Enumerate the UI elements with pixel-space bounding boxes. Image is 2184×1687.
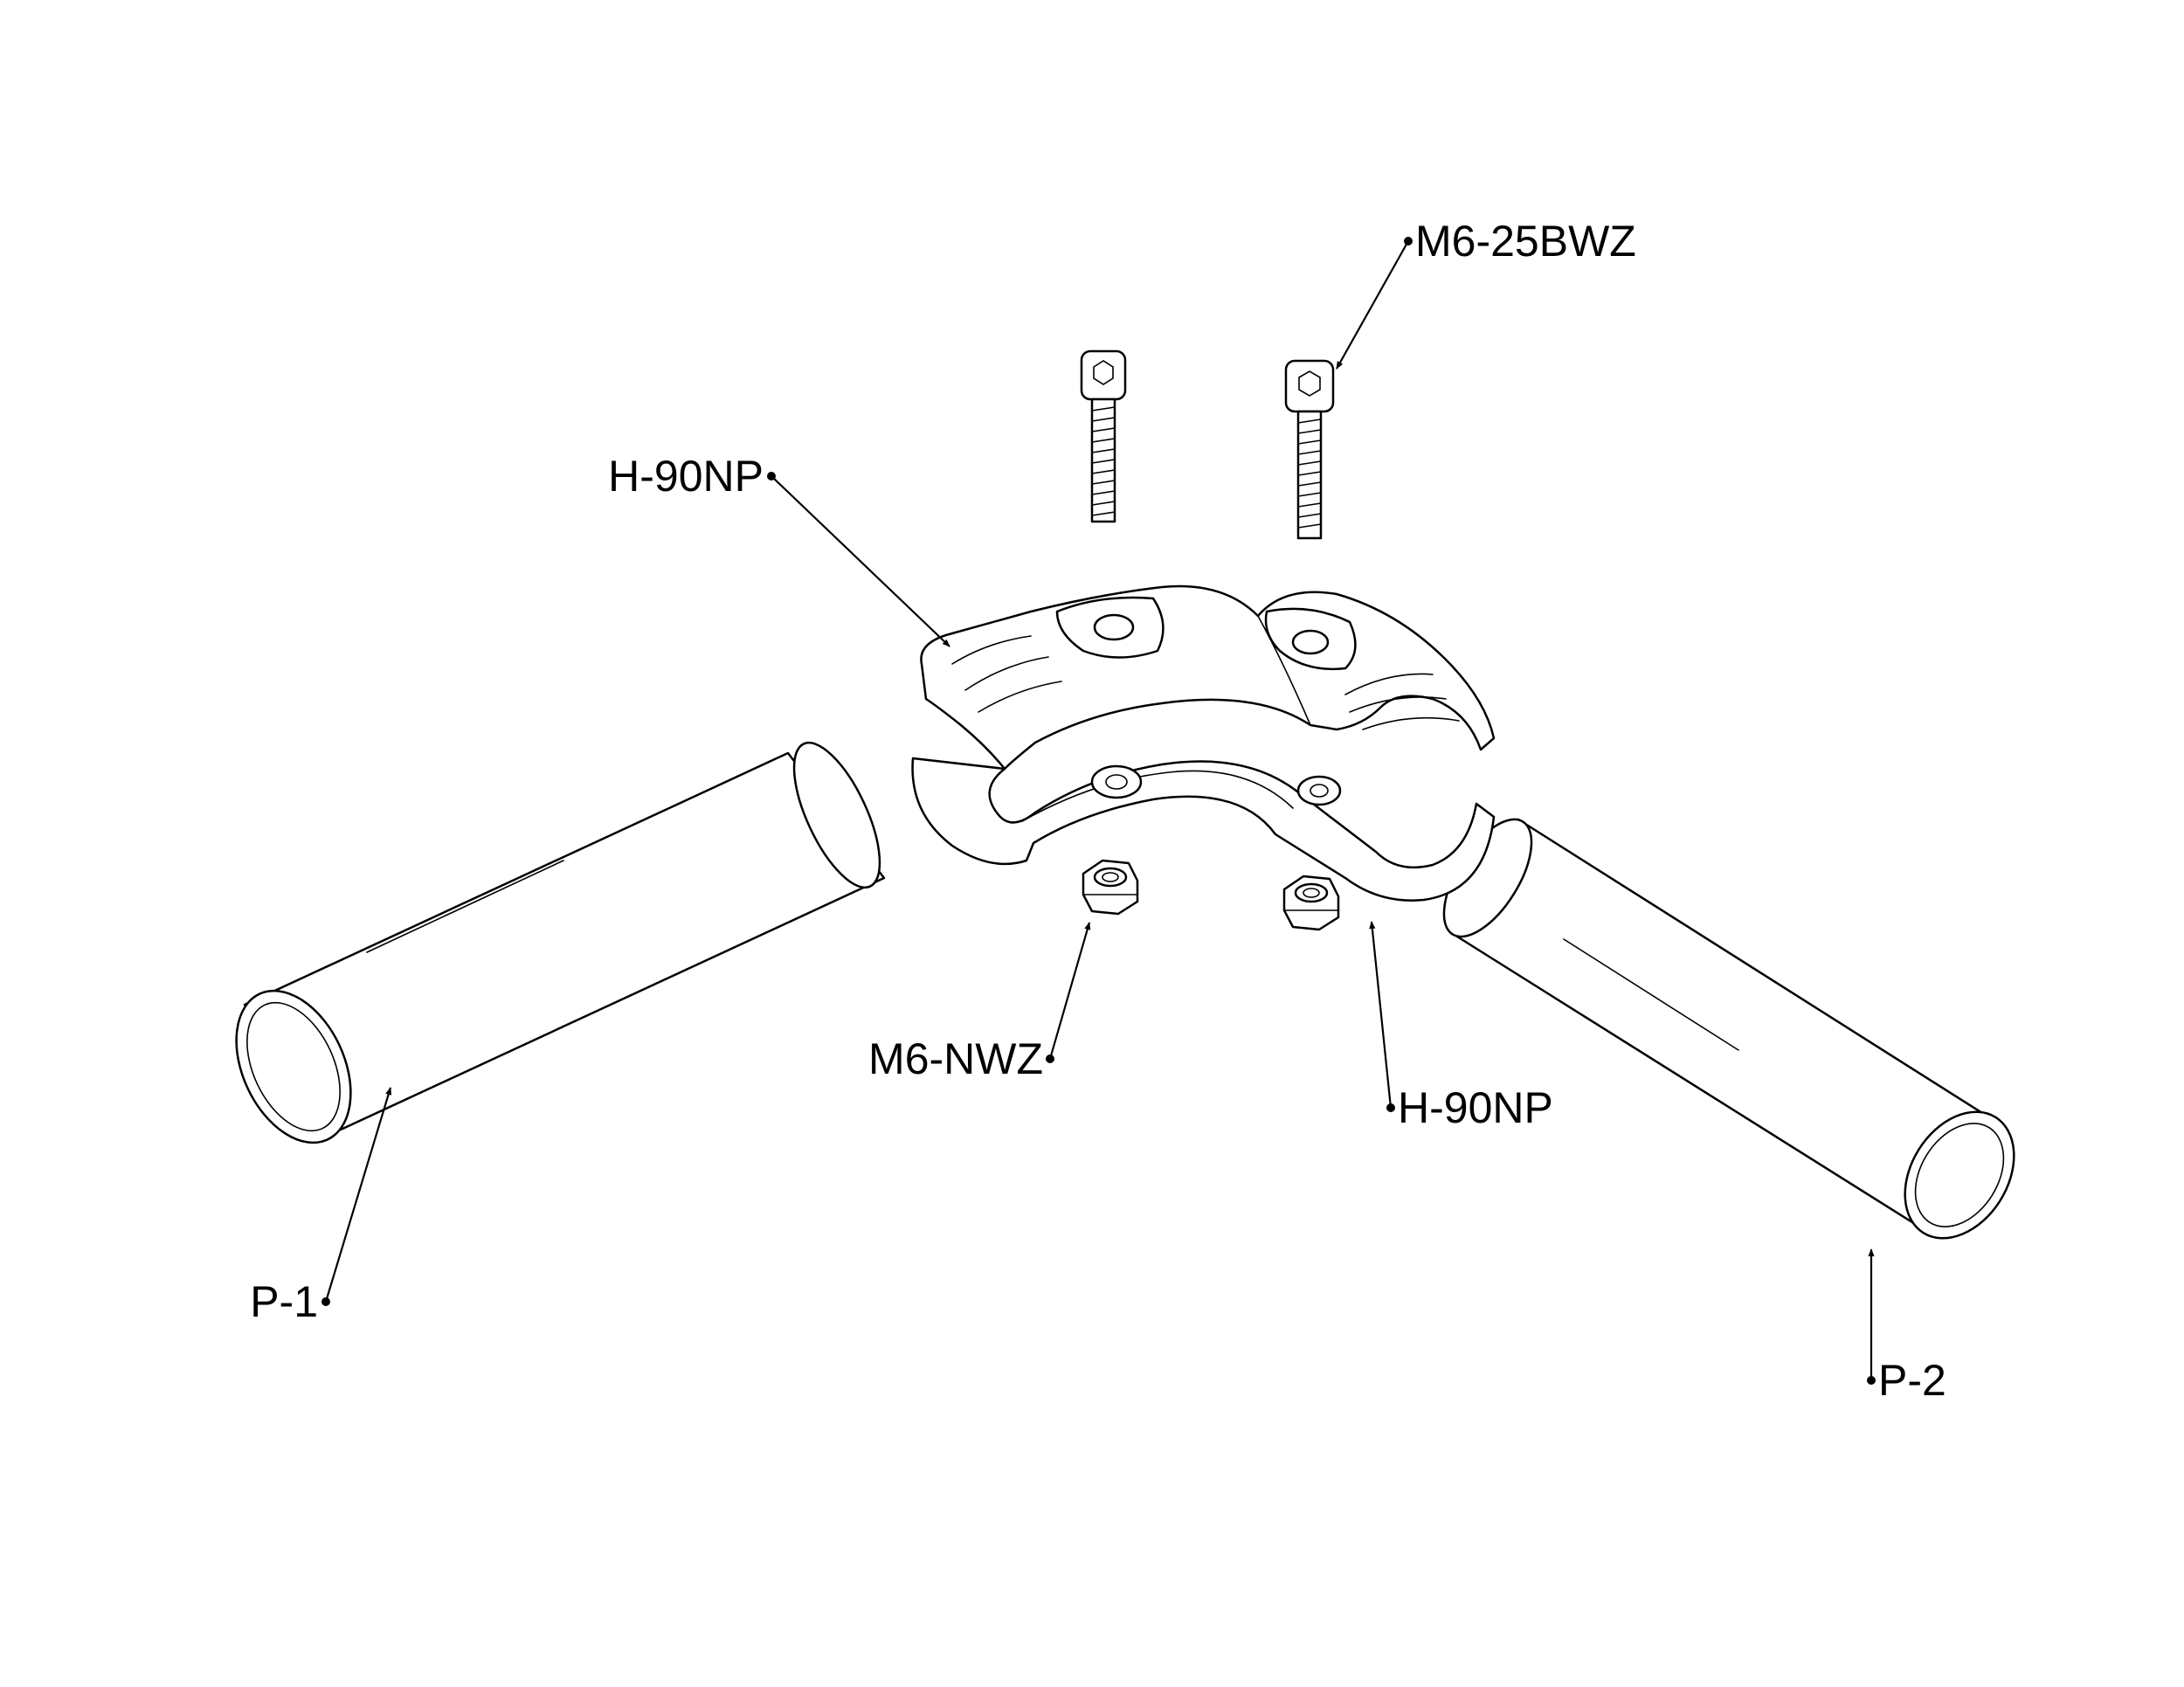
elbow-lower-half [911, 757, 1496, 902]
elbow-upper-half [920, 584, 1496, 771]
callout-pipe-p1: P-1 [250, 1277, 318, 1326]
bolt-left [1080, 349, 1127, 523]
pipe-p1 [235, 741, 886, 1144]
callout-nut: M6-NWZ [868, 1034, 1043, 1083]
nut-left [1082, 859, 1139, 916]
pipe-p2 [1442, 818, 2015, 1240]
callout-bolt: M6-25BWZ [1415, 217, 1636, 266]
callout-pipe-p2: P-2 [1878, 1356, 1946, 1405]
callout-lower-joint: H-90NP [1398, 1083, 1553, 1132]
callout-dots [321, 237, 1876, 1385]
callout-upper-joint: H-90NP [608, 452, 764, 501]
bolt-right [1284, 359, 1335, 540]
nut-right [1282, 875, 1340, 931]
leader-lines [324, 240, 1875, 1380]
